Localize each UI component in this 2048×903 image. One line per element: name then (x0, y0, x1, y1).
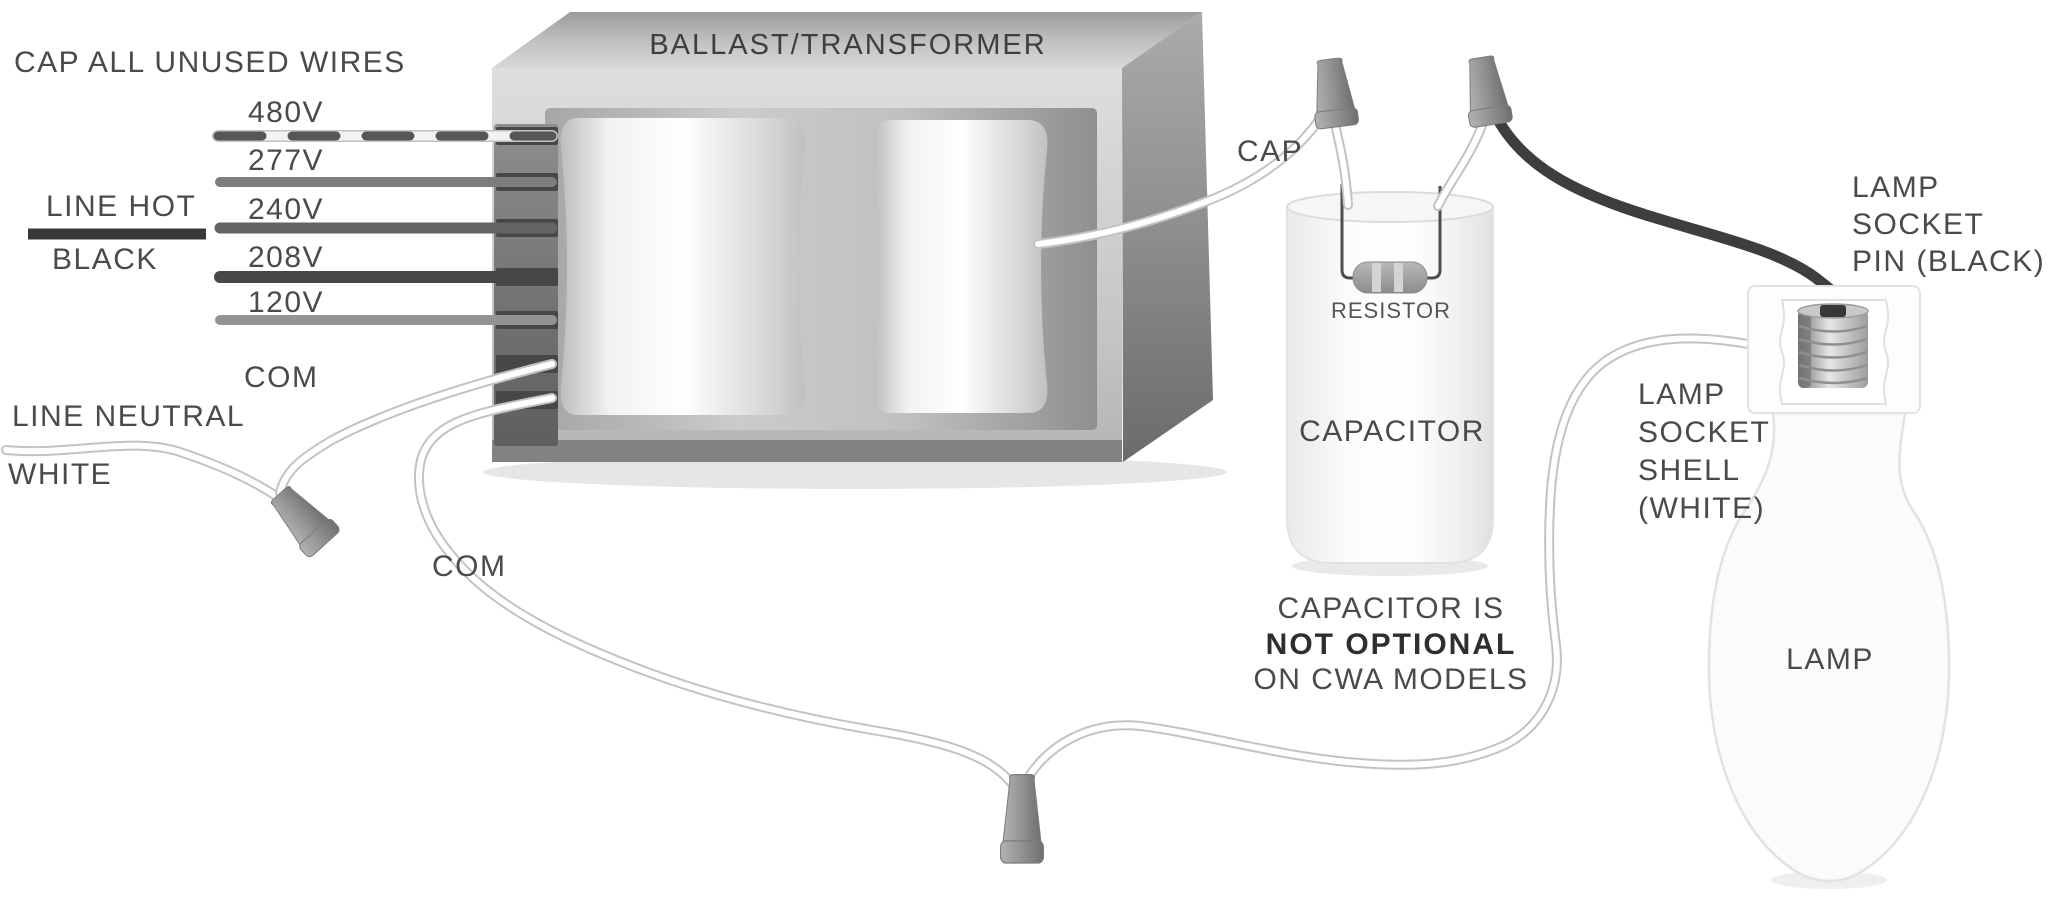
coil-left (560, 118, 806, 415)
label-208v: 208V (248, 241, 324, 274)
capacitor-group (1286, 120, 1494, 576)
socket-shell-label-line1: LAMP (1638, 378, 1726, 411)
lamp-bulb (1707, 411, 1951, 883)
socket-shell-label-line4: (WHITE) (1638, 492, 1765, 525)
black-label: BLACK (52, 243, 158, 276)
ballast-title: BALLAST/TRANSFORMER (649, 29, 1046, 61)
ballast-side-face (1122, 12, 1213, 462)
capacitor-note-line1: CAPACITOR IS (1278, 592, 1505, 625)
coil-right (873, 120, 1048, 413)
ballast-shadow (483, 455, 1227, 489)
capacitor-top-rim (1286, 191, 1494, 223)
line-hot-label: LINE HOT (46, 190, 196, 223)
socket-shell-label-line2: SOCKET (1638, 416, 1770, 449)
socket-pin-label-line2: SOCKET (1852, 208, 1984, 241)
resistor-body (1352, 261, 1428, 294)
wire-nut-com (999, 773, 1045, 864)
lamp-label: LAMP (1786, 643, 1874, 676)
resistor-label: RESISTOR (1331, 298, 1451, 323)
white-label: WHITE (8, 458, 112, 491)
capacitor-body (1286, 191, 1494, 564)
ballast-bottom-band (492, 440, 1122, 462)
cap-label: CAP (1237, 135, 1303, 168)
ballast-transformer-box (492, 12, 1213, 462)
wire-nut-cap-left (1307, 56, 1360, 130)
resistor-lead-right (1426, 186, 1442, 280)
wire-nut-cap-right (1459, 53, 1514, 129)
capacitor-note-line3: ON CWA MODELS (1253, 663, 1528, 696)
cap-all-unused-label: CAP ALL UNUSED WIRES (14, 46, 406, 79)
socket-pin (1820, 305, 1846, 317)
screw-base (1797, 303, 1869, 388)
socket-shell-label-line3: SHELL (1638, 454, 1741, 487)
capacitor-label: CAPACITOR (1299, 415, 1485, 448)
voltage-tap-wires (28, 130, 558, 325)
socket-pin-label-line1: LAMP (1852, 171, 1940, 204)
line-neutral-label: LINE NEUTRAL (12, 400, 245, 433)
com-lower-label: COM (432, 550, 507, 583)
labels: CAP ALL UNUSED WIRES 480V 277V LINE HOT … (8, 29, 2045, 696)
label-277v: 277V (248, 144, 324, 177)
label-120v: 120V (248, 286, 324, 319)
capacitor-wire-right (1438, 120, 1484, 206)
capacitor-note-line2: NOT OPTIONAL (1266, 628, 1517, 661)
label-240v: 240V (248, 193, 324, 226)
label-480v: 480V (248, 96, 324, 129)
socket-pin-label-line3: PIN (BLACK) (1852, 245, 2045, 278)
ballast-top-face (492, 12, 1202, 68)
resistor-lead-left (1340, 184, 1355, 280)
com-upper-label: COM (244, 361, 319, 394)
black-wire (1491, 112, 1839, 299)
lamp-group (1707, 285, 1951, 889)
